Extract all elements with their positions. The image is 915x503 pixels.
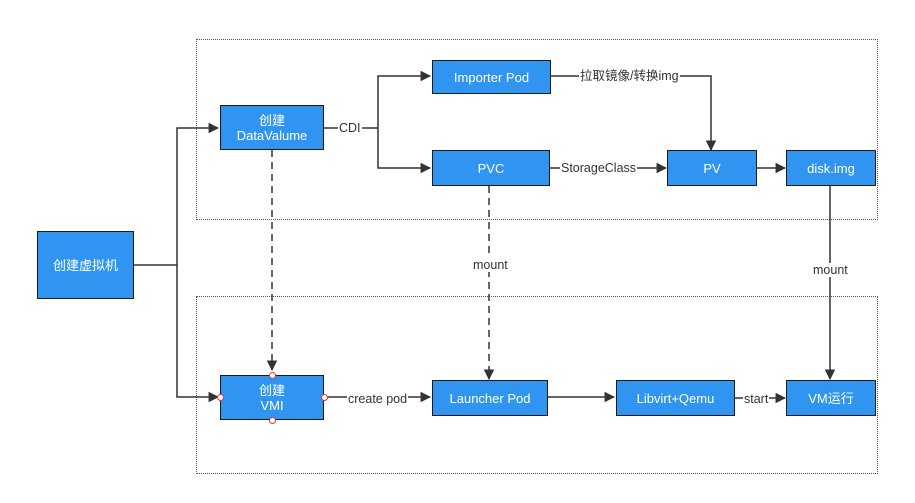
vmi-port-right	[320, 393, 328, 401]
edge-vm-to-vmi	[176, 265, 220, 403]
vmi-port-left	[216, 393, 224, 401]
vm-running-node: VM运行	[786, 380, 876, 416]
edge-cdi-to-pvc	[377, 128, 432, 174]
disk-img-node: disk.img	[786, 150, 876, 186]
create-vm-node: 创建虚拟机	[37, 231, 134, 299]
storageclass-label: StorageClass	[560, 161, 638, 175]
launcher-pod-node: Launcher Pod	[432, 380, 548, 416]
mount-disk-label: mount	[812, 263, 849, 277]
pvc-node: PVC	[432, 150, 550, 186]
create-pod-label: create pod	[347, 392, 409, 406]
vmi-region	[196, 296, 878, 474]
mount-pvc-label: mount	[472, 258, 509, 272]
pv-node: PV	[667, 150, 757, 186]
vmi-port-top	[268, 371, 276, 379]
pull-image-label: 拉取镜像/转换img	[579, 69, 680, 83]
libvirt-qemu-node: Libvirt+Qemu	[616, 380, 735, 416]
edge-importer-to-pv	[551, 75, 717, 152]
cdi-label: CDI	[338, 121, 362, 135]
edge-vm-to-datavolume	[134, 122, 220, 266]
start-label: start	[743, 392, 770, 406]
vmi-port-bottom	[268, 416, 276, 424]
cdi-region	[196, 39, 878, 220]
importer-pod-node: Importer Pod	[432, 60, 551, 94]
edge-cdi-to-importer	[377, 70, 432, 128]
